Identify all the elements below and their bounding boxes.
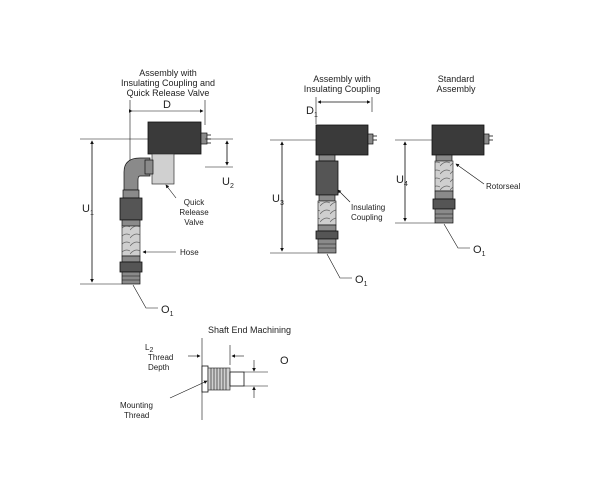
- thread-depth-line-2: Depth: [148, 363, 169, 372]
- middle-dim-o1-label: O1: [355, 274, 368, 288]
- dim-d1-label: D1: [306, 105, 318, 119]
- shaft-end-machining: Shaft End Machining L2 Thread Depth O Mo…: [120, 325, 291, 420]
- shaft-title: Shaft End Machining: [208, 325, 291, 335]
- left-assembly: Assembly with Insulating Coupling and Qu…: [80, 68, 234, 318]
- dim-u1-label: U1: [82, 203, 94, 217]
- right-title-line-1: Standard: [438, 74, 475, 84]
- thread-depth-line-1: Thread: [148, 353, 173, 362]
- mounting-thread-line-1: Mounting: [120, 401, 153, 410]
- middle-title-line-2: Insulating Coupling: [304, 84, 381, 94]
- dim-u4-label: U4: [396, 174, 408, 188]
- middle-assembly: Assembly with Insulating Coupling D1 U3 …: [270, 74, 385, 288]
- left-coupling: [119, 197, 143, 221]
- right-assembly: Standard Assembly U4 Rotorseal O1: [395, 74, 520, 258]
- rotorseal-body: [434, 160, 454, 192]
- callout-valve-line-1: Quick: [184, 198, 205, 207]
- right-dim-o1-label: O1: [473, 244, 486, 258]
- left-title-line-2: Insulating Coupling and: [121, 78, 215, 88]
- left-head-block: [147, 121, 202, 155]
- dim-u3-label: U3: [272, 193, 284, 207]
- left-title-line-3: Quick Release Valve: [127, 88, 210, 98]
- hose-section: [121, 225, 141, 257]
- middle-insulating-coupling: [315, 160, 339, 196]
- l2-label: L2: [145, 343, 153, 354]
- callout-valve-line-2: Release: [179, 208, 209, 217]
- middle-head-block: [315, 124, 369, 156]
- callout-valve-line-3: Valve: [184, 218, 204, 227]
- callout-coupling-line-1: Insulating: [351, 203, 385, 212]
- callout-rotorseal: Rotorseal: [486, 182, 520, 191]
- right-title-line-2: Assembly: [436, 84, 476, 94]
- middle-title-line-1: Assembly with: [313, 74, 371, 84]
- mounting-thread-line-2: Thread: [124, 411, 149, 420]
- left-title-line-1: Assembly with: [139, 68, 197, 78]
- dim-u2-label: U2: [222, 176, 234, 190]
- callout-hose: Hose: [180, 248, 199, 257]
- elbow-fitting: [123, 157, 151, 191]
- dim-o-label: O: [280, 355, 289, 367]
- right-head-block: [431, 124, 485, 156]
- quick-release-valve-body: [151, 153, 175, 185]
- dim-d-label: D: [163, 99, 171, 111]
- callout-coupling-line-2: Coupling: [351, 213, 383, 222]
- left-dim-o1-label: O1: [161, 304, 174, 318]
